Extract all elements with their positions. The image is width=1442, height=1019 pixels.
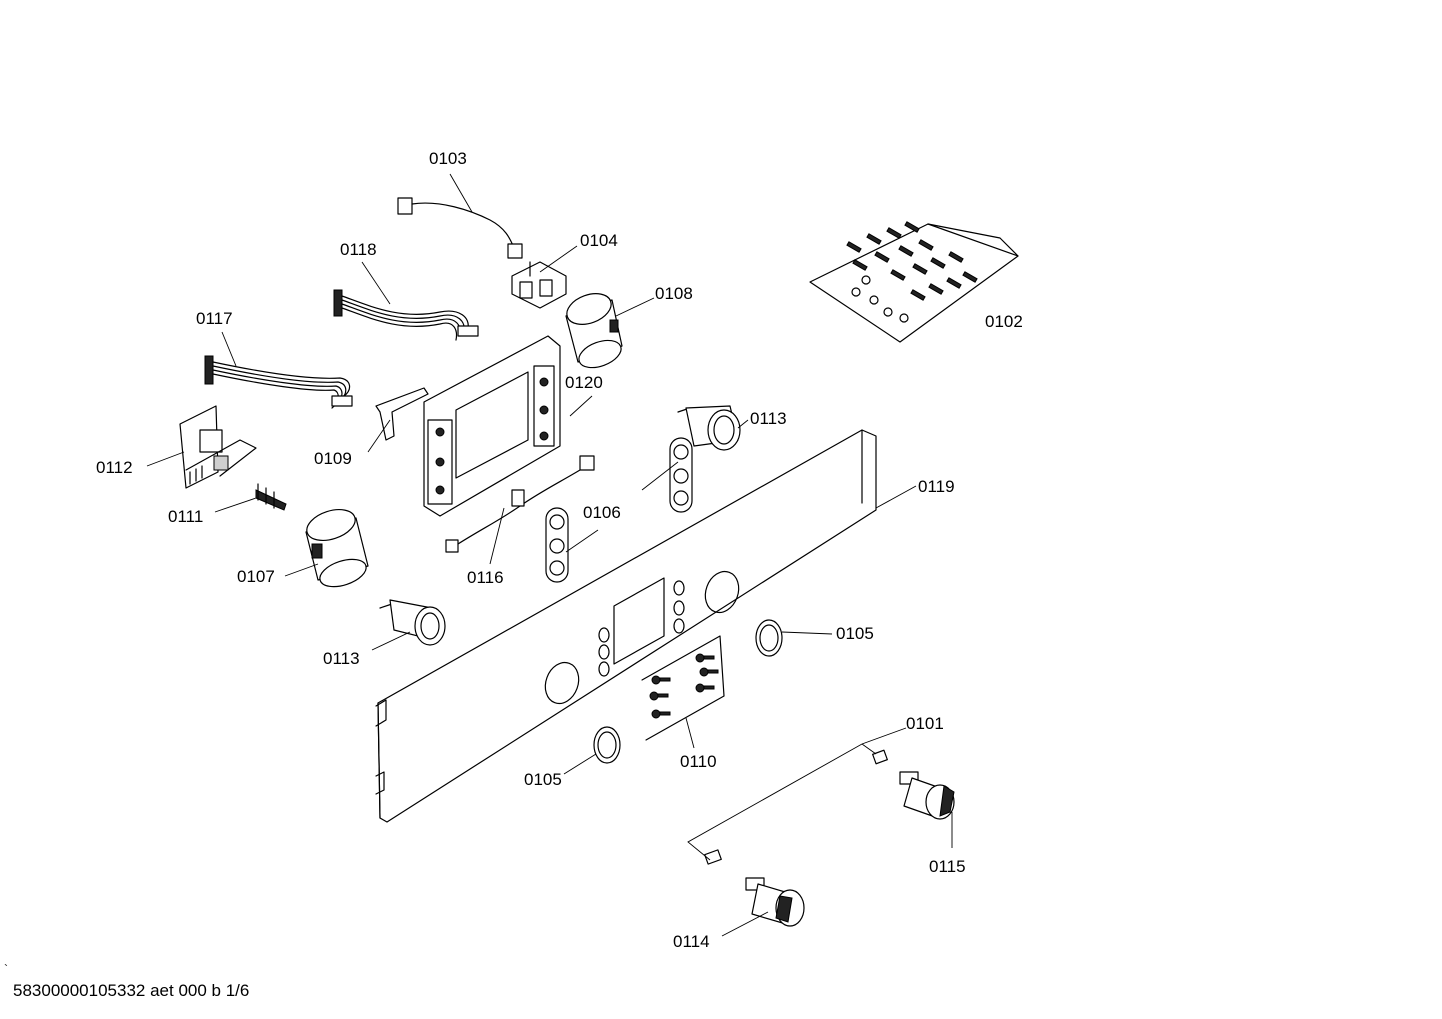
control-panel-0119 — [375, 429, 877, 823]
knob-0114 — [704, 849, 805, 927]
label-0109: 0109 — [314, 449, 352, 468]
label-0103: 0103 — [429, 149, 467, 168]
cable-0103 — [397, 197, 523, 259]
ring-0105-lower — [593, 726, 621, 764]
corner-mark: ` — [4, 962, 8, 976]
label-0107: 0107 — [237, 567, 275, 586]
label-0113-upper: 0113 — [750, 409, 787, 428]
label-0116: 0116 — [467, 568, 504, 587]
label-0114: 0114 — [673, 932, 710, 951]
cap-0108 — [565, 293, 623, 369]
label-0120: 0120 — [565, 373, 603, 392]
label-0112: 0112 — [96, 458, 133, 477]
screw-bag-0102 — [809, 221, 1019, 343]
button-strip-upper — [669, 437, 693, 513]
cable-0116 — [445, 455, 595, 553]
cylinder-0113-upper — [677, 405, 741, 451]
switch-0104 — [511, 261, 567, 309]
label-0119: 0119 — [918, 477, 955, 496]
screws-0110 — [641, 635, 725, 741]
label-0118: 0118 — [340, 240, 377, 259]
label-0113-lower: 0113 — [323, 649, 360, 668]
board-0112 — [179, 405, 257, 489]
button-strip-0106 — [545, 507, 569, 583]
label-0110: 0110 — [680, 752, 717, 771]
label-0105-upper: 0105 — [836, 624, 874, 643]
document-id: 58300000105332 aet 000 b 1/6 — [13, 981, 250, 1000]
cylinder-0113-lower — [379, 599, 446, 646]
ribbon-cable-0118 — [333, 289, 479, 341]
cap-0107 — [305, 509, 369, 588]
label-0108: 0108 — [655, 284, 693, 303]
connector-0111 — [255, 483, 287, 511]
label-0117: 0117 — [196, 309, 233, 328]
ring-0105-upper — [755, 619, 783, 657]
clip-0109 — [375, 387, 429, 441]
leader-lines — [146, 173, 953, 937]
label-0111: 0111 — [168, 507, 203, 526]
label-0115: 0115 — [929, 857, 966, 876]
label-0101: 0101 — [906, 714, 944, 733]
callout-labels: 0103 0104 0118 0108 0117 0102 0120 0113 … — [96, 149, 1023, 951]
label-0102: 0102 — [985, 312, 1023, 331]
knob-0115 — [872, 749, 955, 820]
label-0105-lower: 0105 — [524, 770, 562, 789]
label-0104: 0104 — [580, 231, 618, 250]
ribbon-cable-0117 — [204, 355, 353, 409]
label-0106: 0106 — [583, 503, 621, 522]
frame-0120 — [423, 335, 561, 517]
